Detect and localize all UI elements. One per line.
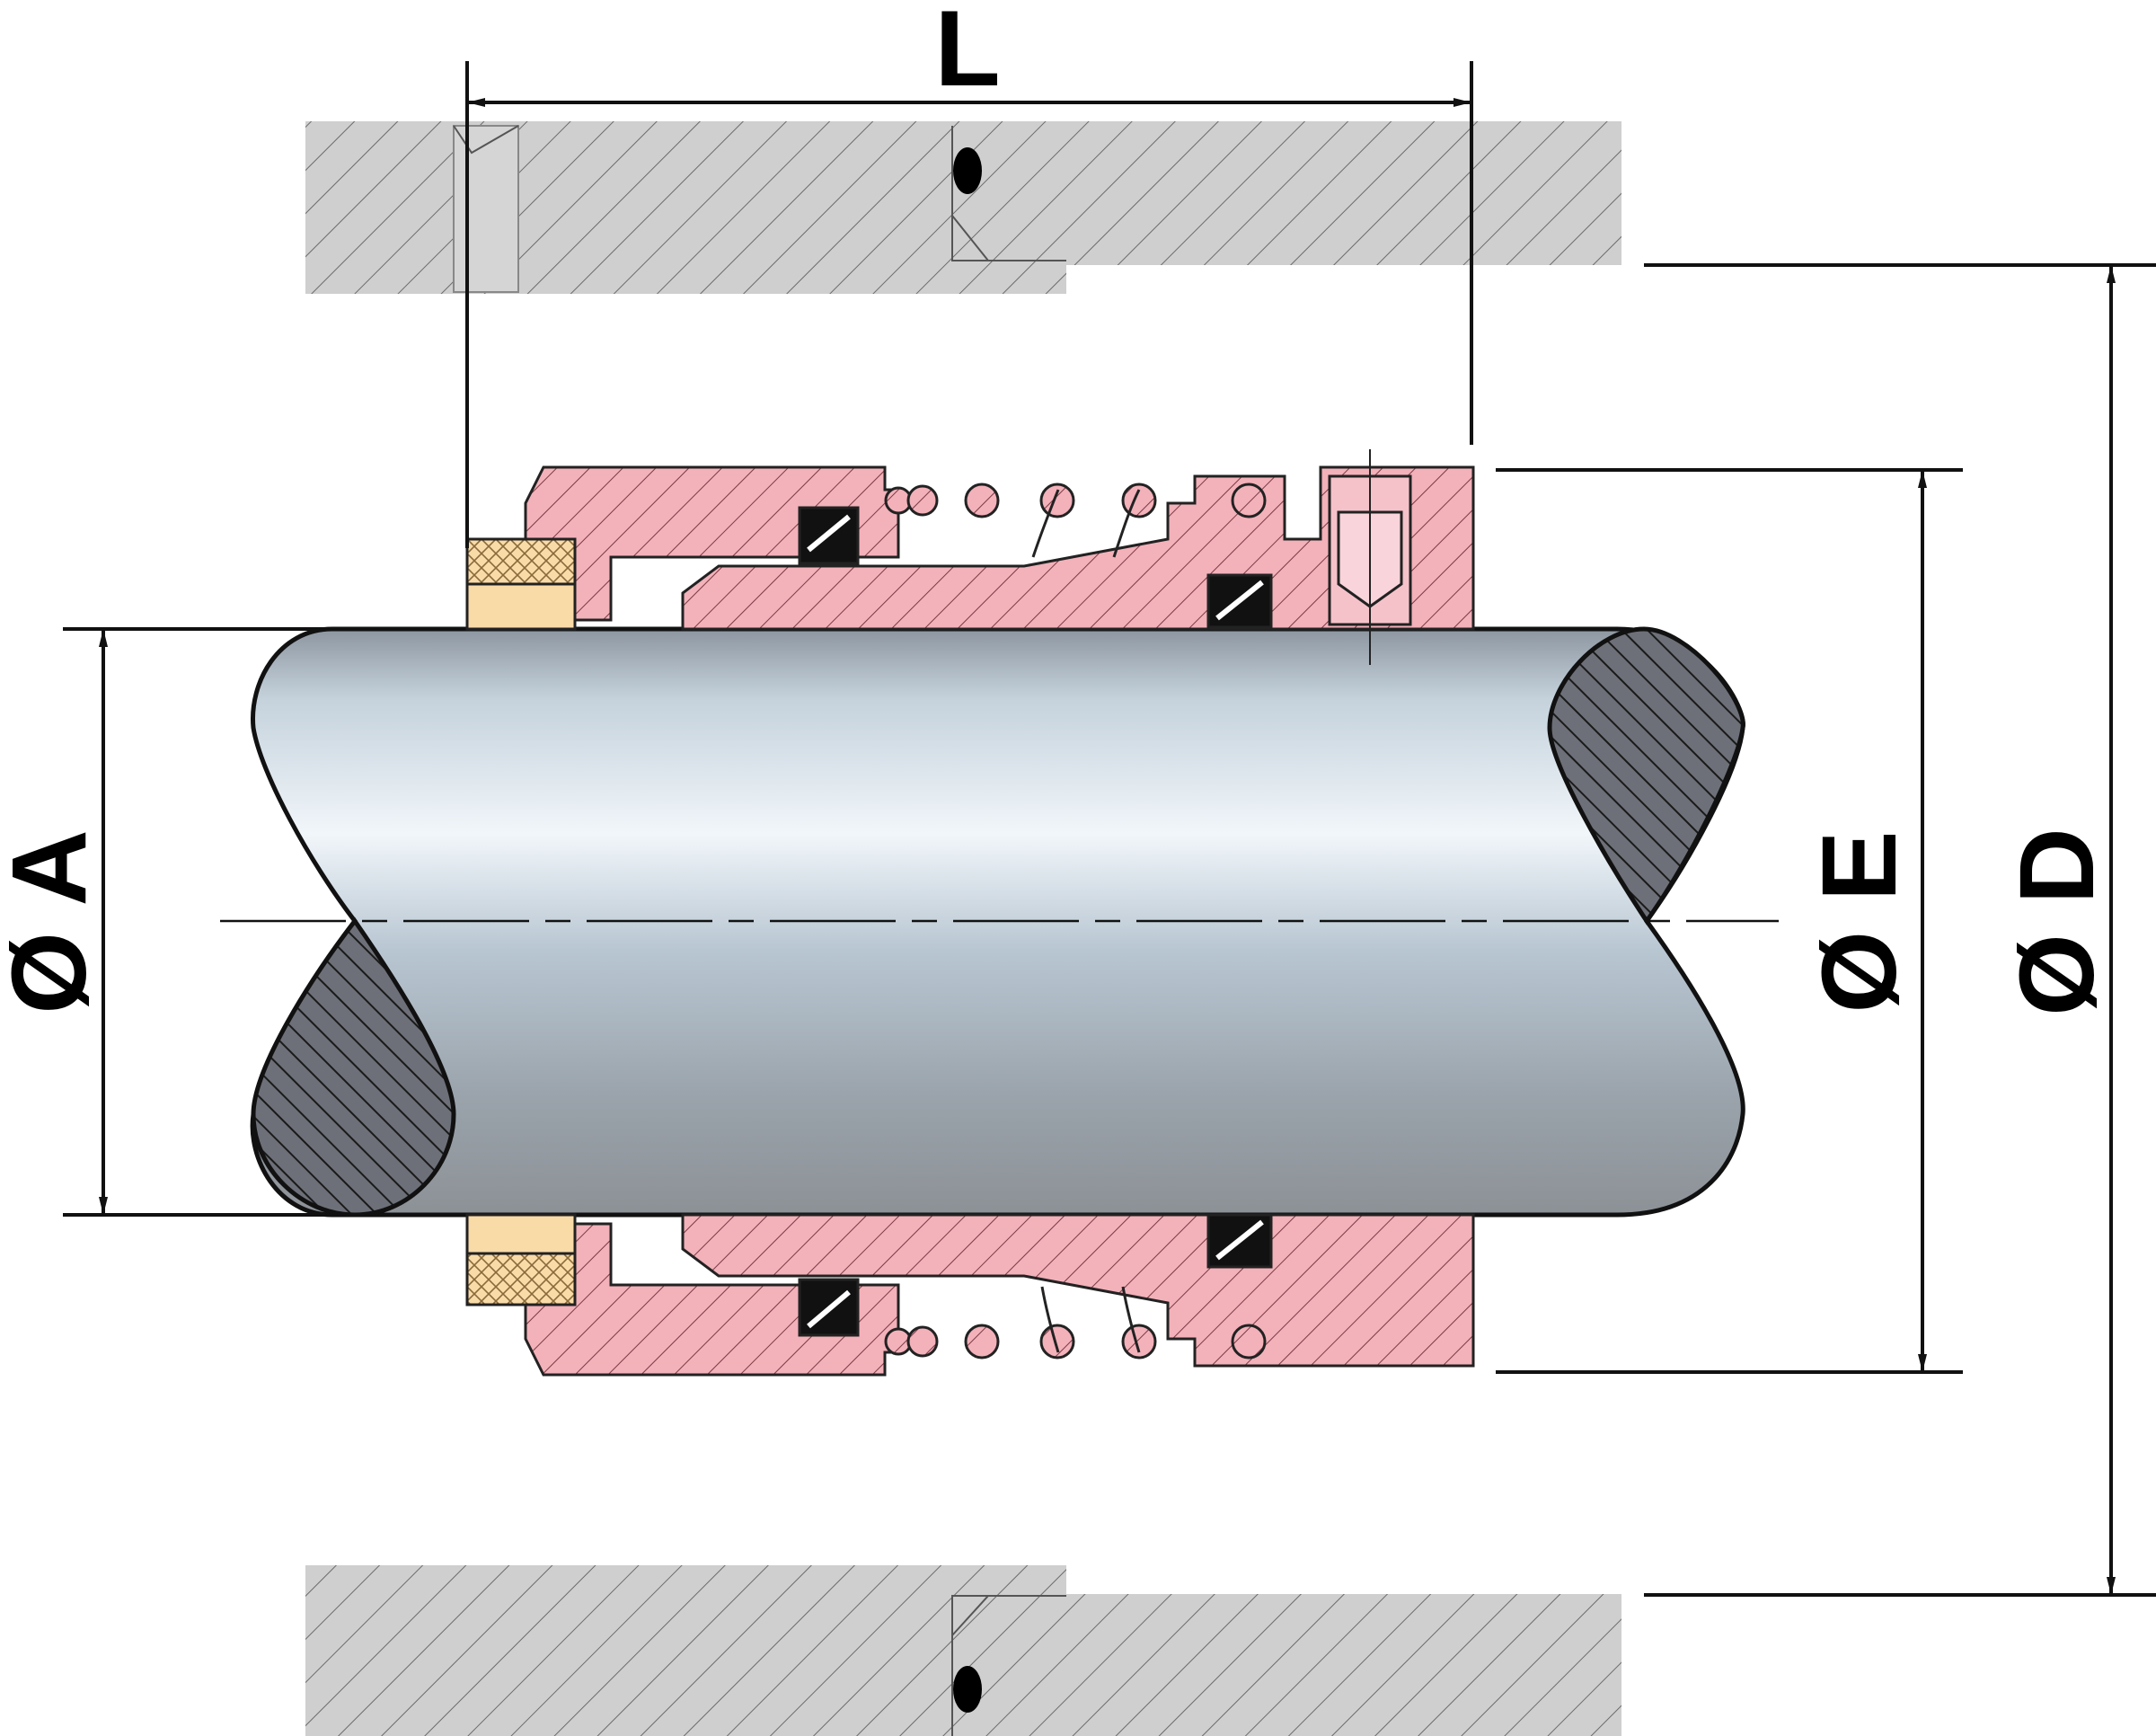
shaft: [220, 626, 1779, 1218]
dim-label-A: Ø A: [0, 829, 109, 1014]
dim-label-L: L: [934, 0, 1000, 109]
shaft-section-left: [251, 917, 456, 1218]
dim-label-D: Ø D: [1998, 828, 2116, 1016]
dim-label-E: Ø E: [1800, 830, 1919, 1013]
seal-sleeve-top: [681, 465, 1475, 631]
housing-top-pin: [953, 147, 982, 194]
seal-bottom: [465, 1213, 1475, 1377]
seal-face-top: [524, 465, 900, 622]
housing-bottom: [305, 1565, 1621, 1736]
housing-bottom-pin: [953, 1666, 982, 1713]
seal-face-bottom: [524, 1222, 900, 1377]
seal-top: [465, 449, 1475, 665]
housing-top: [305, 121, 1621, 294]
dimension-lines: [63, 61, 2156, 1597]
